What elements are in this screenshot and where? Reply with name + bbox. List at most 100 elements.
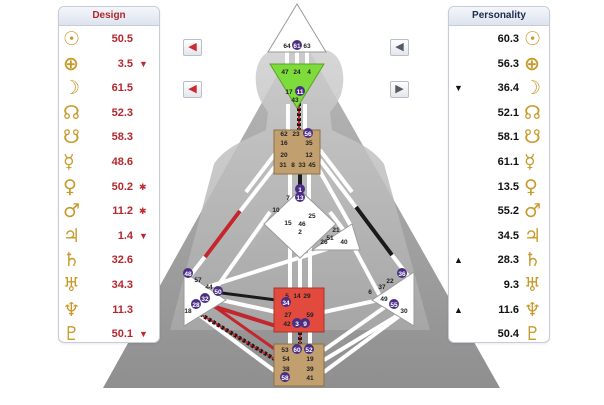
gate-label[interactable]: 33 — [298, 162, 306, 169]
gate-label[interactable]: 60 — [293, 347, 301, 354]
gate-label[interactable]: 1 — [298, 187, 302, 194]
gate-label[interactable]: 29 — [303, 293, 311, 300]
gate-label[interactable]: 9 — [303, 321, 307, 328]
gate-label[interactable]: 5 — [285, 293, 289, 300]
personality-prev-button[interactable]: ◀ — [390, 39, 409, 56]
gate-label[interactable]: 53 — [281, 347, 289, 354]
design-row[interactable]: ☊52.3 — [59, 101, 159, 125]
personality-row[interactable]: ⊕56.3 — [449, 52, 549, 76]
design-row[interactable]: ♂11.2✱ — [59, 199, 159, 223]
gate-label[interactable]: 32 — [201, 296, 209, 303]
gate-label[interactable]: 18 — [184, 308, 192, 315]
gate-label[interactable]: 50 — [214, 289, 222, 296]
gate-label[interactable]: 6 — [368, 289, 372, 296]
design-row[interactable]: ♃1.4▼ — [59, 224, 159, 248]
design-row[interactable]: ♀50.2✱ — [59, 175, 159, 199]
g-center[interactable] — [263, 189, 337, 259]
head-center[interactable] — [267, 3, 327, 53]
personality-row[interactable]: ♄28.3▲ — [449, 248, 549, 272]
design-row[interactable]: ☉50.5 — [59, 27, 159, 51]
gate-label[interactable]: 37 — [378, 284, 386, 291]
gate-label[interactable]: 49 — [380, 296, 388, 303]
gate-label[interactable]: 16 — [280, 140, 288, 147]
gate-label[interactable]: 8 — [291, 162, 295, 169]
design-row[interactable]: ♆11.3 — [59, 298, 159, 322]
personality-row[interactable]: ♆11.6▲ — [449, 298, 549, 322]
gate-label[interactable]: 11 — [297, 89, 304, 96]
gate-label[interactable]: 56 — [304, 131, 312, 138]
gate-label[interactable]: 13 — [296, 195, 304, 202]
gate-label[interactable]: 48 — [184, 271, 192, 278]
gate-label[interactable]: 19 — [306, 356, 314, 363]
gate-label[interactable]: 14 — [293, 293, 301, 300]
gate-label[interactable]: 21 — [332, 227, 340, 234]
gate-label[interactable]: 46 — [298, 221, 306, 228]
gate-label[interactable]: 45 — [308, 162, 316, 169]
gate-label[interactable]: 36 — [398, 271, 406, 278]
gate-label[interactable]: 24 — [293, 69, 301, 76]
gate-label[interactable]: 17 — [285, 89, 293, 96]
gate-label[interactable]: 57 — [194, 277, 202, 284]
gate-label[interactable]: 15 — [284, 220, 292, 227]
gate-label[interactable]: 26 — [320, 239, 328, 246]
throat-center[interactable] — [273, 129, 321, 175]
design-row[interactable]: ☿48.6 — [59, 150, 159, 174]
gate-label[interactable]: 38 — [282, 366, 290, 373]
gate-label[interactable]: 54 — [282, 356, 290, 363]
ajna-center[interactable] — [269, 63, 325, 109]
personality-row[interactable]: ☿61.1 — [449, 150, 549, 174]
design-next-button[interactable]: ◀ — [183, 81, 202, 98]
gate-label[interactable]: 23 — [292, 131, 300, 138]
design-row[interactable]: ♅34.3 — [59, 273, 159, 297]
gate-label[interactable]: 51 — [326, 235, 334, 242]
gate-label[interactable]: 52 — [305, 347, 313, 354]
gate-label[interactable]: 30 — [400, 308, 408, 315]
gate-label[interactable]: 28 — [192, 302, 200, 309]
personality-row[interactable]: ♀13.5 — [449, 175, 549, 199]
gate-label[interactable]: 63 — [303, 43, 311, 50]
gate-label[interactable]: 34 — [282, 300, 290, 307]
gate-label[interactable]: 22 — [386, 278, 394, 285]
solar-plexus-center[interactable] — [371, 271, 415, 327]
gate-label[interactable]: 25 — [308, 213, 316, 220]
gate-label[interactable]: 58 — [281, 375, 289, 382]
gate-label[interactable]: 41 — [306, 375, 314, 382]
gate-label[interactable]: 3 — [295, 321, 299, 328]
personality-row[interactable]: ☊52.1 — [449, 101, 549, 125]
gate-label[interactable]: 42 — [283, 321, 291, 328]
gate-label[interactable]: 39 — [306, 366, 314, 373]
gate-label[interactable]: 40 — [340, 239, 348, 246]
gate-label[interactable]: 4 — [307, 69, 311, 76]
gate-label[interactable]: 12 — [305, 152, 313, 159]
gate-label[interactable]: 2 — [298, 229, 302, 236]
gate-label[interactable]: 59 — [306, 312, 314, 319]
personality-row[interactable]: ♃34.5 — [449, 224, 549, 248]
gate-label[interactable]: 64 — [283, 43, 291, 50]
personality-row[interactable]: ☉60.3 — [449, 27, 549, 51]
design-row[interactable]: ♄32.6 — [59, 248, 159, 272]
personality-row[interactable]: ☽36.4▼ — [449, 76, 549, 100]
gate-label[interactable]: 35 — [305, 140, 313, 147]
gate-label[interactable]: 47 — [281, 69, 289, 76]
personality-row[interactable]: ☋58.1 — [449, 125, 549, 149]
design-row[interactable]: ⊕3.5▼ — [59, 52, 159, 76]
gate-label[interactable]: 10 — [272, 207, 280, 214]
gate-label[interactable]: 31 — [279, 162, 287, 169]
gate-label[interactable]: 55 — [390, 302, 398, 309]
design-row[interactable]: ☽61.5 — [59, 76, 159, 100]
personality-row[interactable]: ♂55.2 — [449, 199, 549, 223]
gate-label[interactable]: 7 — [286, 195, 290, 202]
gate-label[interactable]: 62 — [280, 131, 288, 138]
gate-label[interactable]: 27 — [284, 312, 292, 319]
design-prev-button[interactable]: ◀ — [183, 39, 202, 56]
gate-label[interactable]: 20 — [280, 152, 288, 159]
design-row[interactable]: ☋58.3 — [59, 125, 159, 149]
gate-label[interactable]: 43 — [291, 97, 299, 104]
gate-label[interactable]: 44 — [205, 284, 213, 291]
personality-row[interactable]: ♅9.3 — [449, 273, 549, 297]
heart-center[interactable] — [310, 223, 361, 251]
personality-row[interactable]: ♇50.4 — [449, 322, 549, 342]
gate-label[interactable]: 61 — [293, 43, 301, 50]
design-row[interactable]: ♇50.1▼ — [59, 322, 159, 342]
personality-next-button[interactable]: ▶ — [390, 81, 409, 98]
